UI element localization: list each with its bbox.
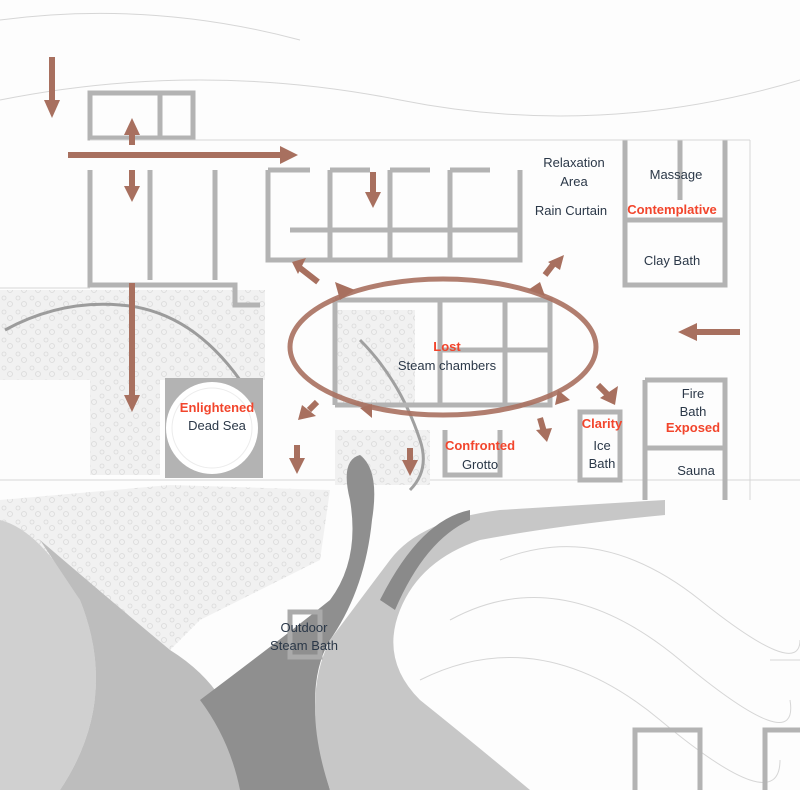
label-fire-bath: Bath bbox=[680, 404, 707, 419]
circulation-arrows bbox=[44, 57, 740, 476]
room-labels: Relaxation Area Rain Curtain Massage Con… bbox=[180, 155, 720, 653]
building-walls bbox=[87, 90, 800, 790]
label-confronted: Confronted bbox=[445, 438, 515, 453]
label-rain-curtain: Rain Curtain bbox=[535, 203, 607, 218]
label-exposed: Exposed bbox=[666, 420, 720, 435]
label-fire: Fire bbox=[682, 386, 704, 401]
label-ice-bath: Bath bbox=[589, 456, 616, 471]
label-steam-chambers: Steam chambers bbox=[398, 358, 497, 373]
river-water bbox=[0, 302, 665, 790]
label-relaxation-area: Area bbox=[560, 174, 588, 189]
label-outdoor-steam-bath: Steam Bath bbox=[270, 638, 338, 653]
label-contemplative: Contemplative bbox=[627, 202, 717, 217]
label-grotto: Grotto bbox=[462, 457, 498, 472]
label-clay-bath: Clay Bath bbox=[644, 253, 700, 268]
label-enlightened: Enlightened bbox=[180, 400, 254, 415]
label-lost: Lost bbox=[433, 339, 461, 354]
label-outdoor: Outdoor bbox=[281, 620, 329, 635]
label-ice: Ice bbox=[593, 438, 610, 453]
label-sauna: Sauna bbox=[677, 463, 715, 478]
label-clarity: Clarity bbox=[582, 416, 623, 431]
label-relaxation: Relaxation bbox=[543, 155, 604, 170]
label-dead-sea: Dead Sea bbox=[188, 418, 247, 433]
label-massage: Massage bbox=[650, 167, 703, 182]
